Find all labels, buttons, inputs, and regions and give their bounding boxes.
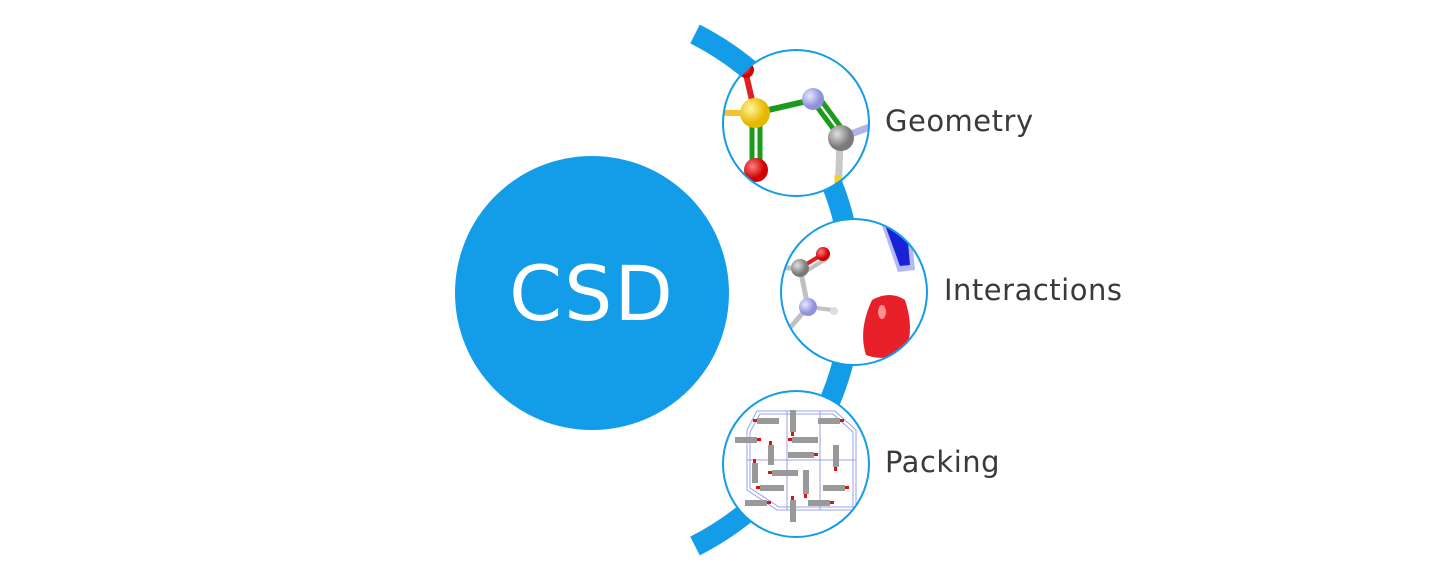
csd-hub-circle[interactable]: CSD (455, 156, 729, 430)
geometry-thumbnail[interactable] (720, 49, 875, 200)
interactions-thumbnail[interactable] (780, 218, 928, 366)
packing-thumbnail[interactable] (722, 390, 870, 538)
interaction-map-icon (781, 220, 915, 358)
interactions-label[interactable]: Interactions (944, 273, 1123, 307)
geometry-label[interactable]: Geometry (885, 104, 1034, 138)
crystal-packing-icon (735, 410, 857, 522)
csd-label: CSD (509, 248, 675, 338)
packing-label[interactable]: Packing (885, 445, 1001, 479)
